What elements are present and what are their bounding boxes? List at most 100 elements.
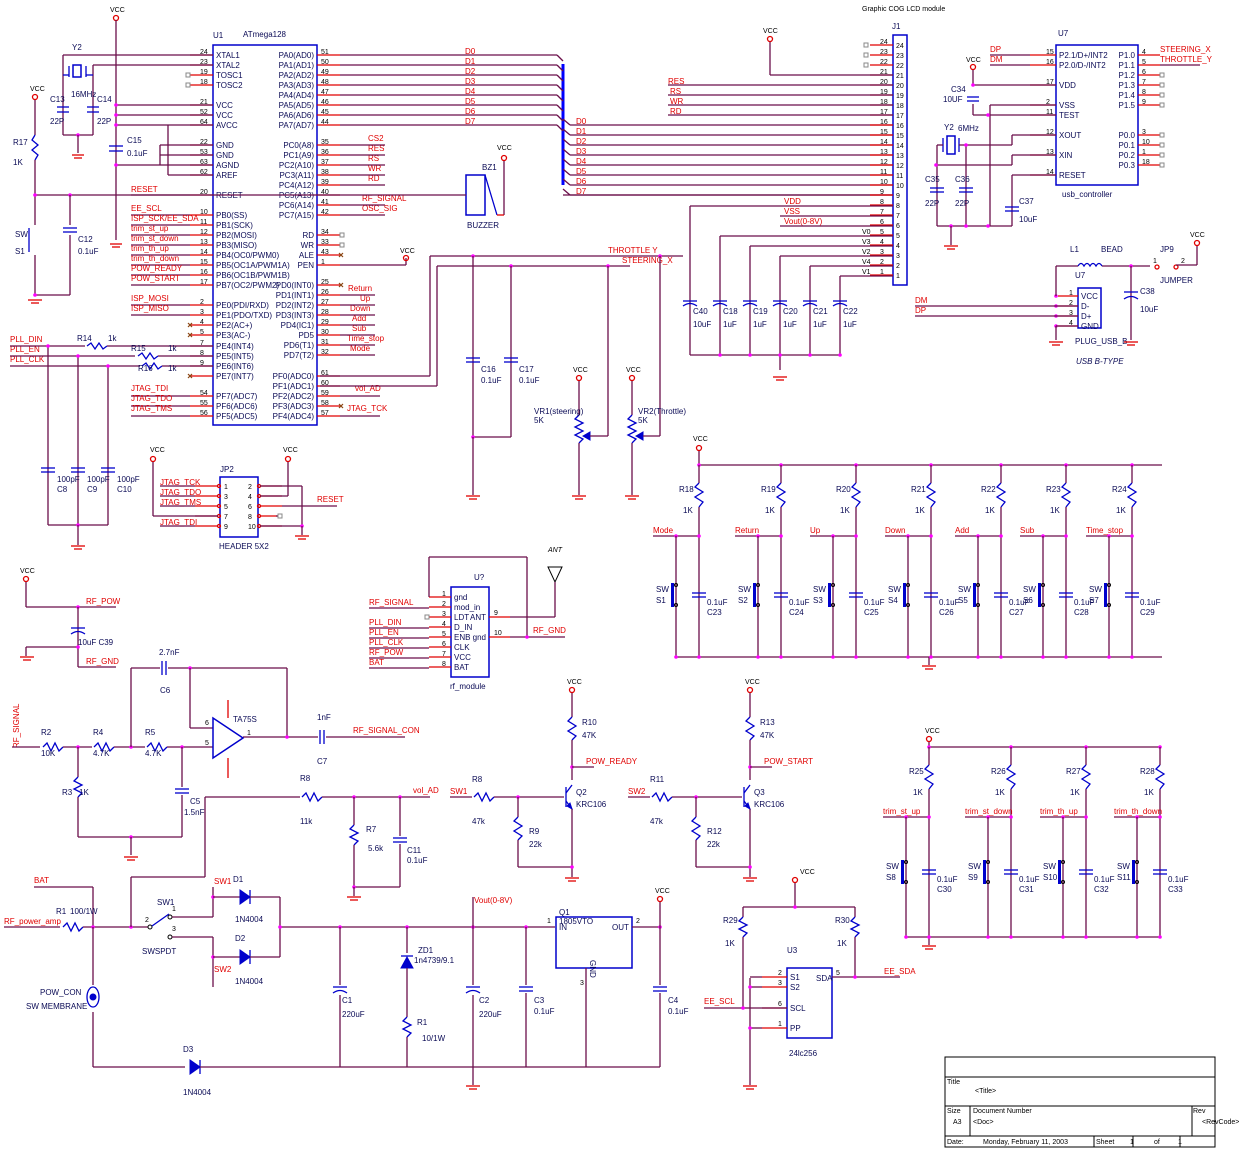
cap-value: 1uF (783, 320, 797, 329)
svg-text:VCC: VCC (966, 57, 981, 64)
mcu-pin-number: 58 (321, 400, 329, 407)
svg-text:D3: D3 (183, 1045, 194, 1054)
net-label-right: RF_SIGNAL (362, 194, 407, 203)
cap-value: 1uF (813, 320, 827, 329)
mcu-pin-name: PA5(AD5) (279, 101, 315, 110)
mcu-pin-name: PD7(T2) (284, 351, 315, 360)
mcu-pin-number: 32 (321, 349, 329, 356)
jtag-pin-number: 8 (248, 514, 252, 521)
svg-text:C38: C38 (1140, 287, 1155, 296)
lcd-pin-number: 23 (880, 49, 888, 56)
key-net-label: Down (885, 526, 905, 535)
cap-ref: C40 (693, 307, 708, 316)
capacitor-value: 0.1uF (864, 598, 885, 607)
capacitor-ref: C31 (1019, 885, 1034, 894)
svg-text:Graphic COG LCD module: Graphic COG LCD module (862, 6, 945, 13)
mcu-pin-name: PC6(A14) (279, 201, 314, 210)
switch-icon (753, 583, 756, 607)
switch-ref: S11 (1117, 873, 1131, 882)
resistor-value: 1K (1070, 788, 1080, 797)
lcd-pin-number: 7 (880, 209, 884, 216)
svg-text:C12: C12 (78, 235, 93, 244)
bus-label: D4 (576, 157, 587, 166)
svg-text:V3: V3 (862, 239, 871, 246)
net-label-right: Mode (350, 344, 371, 353)
rf-pin-name: gnd (454, 593, 467, 602)
mcu-pin-name: XTAL2 (216, 61, 240, 70)
mcu-pin-name: PF7(ADC7) (216, 392, 258, 401)
svg-text:BAT: BAT (34, 876, 49, 885)
svg-text:BEAD: BEAD (1101, 245, 1123, 254)
bus-label: D1 (576, 127, 587, 136)
jtag-header-jp2[interactable]: JP2 1JTAG_TCK3JTAG_TDO5JTAG_TMS79JTAG_TD… (149, 447, 344, 551)
rf-pin-number: 1 (442, 591, 446, 598)
resistor-icon (651, 791, 673, 803)
mcu-pin-number: 46 (321, 99, 329, 106)
cap-ref: C19 (753, 307, 768, 316)
svg-text:rf_module: rf_module (450, 682, 486, 691)
svg-text:1.5nF: 1.5nF (184, 808, 205, 817)
lcd-connector-j1[interactable]: Graphic COG LCD module J1 24242323222221… (763, 6, 945, 286)
no-connect-marker (185, 72, 191, 78)
svg-text:R11: R11 (650, 775, 665, 784)
resistor-ref: R25 (909, 767, 924, 776)
mcu-pin-number: 5 (200, 329, 204, 336)
capacitor-value: 0.1uF (937, 875, 958, 884)
svg-text:1N4004: 1N4004 (235, 915, 264, 924)
svg-text:1: 1 (1153, 258, 1157, 265)
buzzer-bz1[interactable]: VCC BZ1 BUZZER (213, 145, 512, 230)
mcu-pin-name: PD1(INT1) (276, 291, 315, 300)
switch-type: SW (813, 585, 826, 594)
rf-net-label: BAT (369, 658, 384, 667)
svg-text:L1: L1 (1070, 245, 1079, 254)
mcu-pin-number: 48 (321, 79, 329, 86)
svg-text:VCC: VCC (283, 447, 298, 454)
usbc-pin-number: 15 (1046, 49, 1054, 56)
no-connect-marker (863, 42, 869, 48)
capacitor-value: 0.1uF (1019, 875, 1040, 884)
switch-type: SW (958, 585, 971, 594)
cap-ref: C21 (813, 307, 828, 316)
svg-text:VCC: VCC (150, 447, 165, 454)
usbc-pin-name: P0.3 (1119, 161, 1136, 170)
mcu-pin-name: PA0(AD0) (279, 51, 315, 60)
jtag-net-label: JTAG_TCK (160, 478, 201, 487)
mcu-pin-name: PB6(OC1B/PWM1B) (216, 271, 290, 280)
svg-text:V2: V2 (862, 249, 871, 256)
mcu-pin-number: 7 (200, 340, 204, 347)
lcd-pin-number: 3 (880, 249, 884, 256)
net-label-left: trim_th_up (131, 244, 169, 253)
rf-pin-name: CLK (454, 643, 470, 652)
switch-type: SW (1117, 862, 1130, 871)
svg-text:22P: 22P (50, 117, 64, 126)
usbc-pin-number: 7 (1142, 79, 1146, 86)
svg-text:C5: C5 (190, 797, 201, 806)
mcu-pin-number: 11 (200, 219, 207, 226)
resistor-value: 1K (1050, 506, 1060, 515)
opamp-symbol (212, 716, 245, 760)
usbc-pin-number: 3 (1142, 129, 1146, 136)
switch-ref: S10 (1043, 873, 1058, 882)
svg-text:IN: IN (559, 923, 567, 932)
svg-text:RF_power_amp: RF_power_amp (4, 917, 61, 926)
usbc-pin-number: 17 (1046, 79, 1054, 86)
mcu-pin-name: PB1(SCK) (216, 221, 253, 230)
